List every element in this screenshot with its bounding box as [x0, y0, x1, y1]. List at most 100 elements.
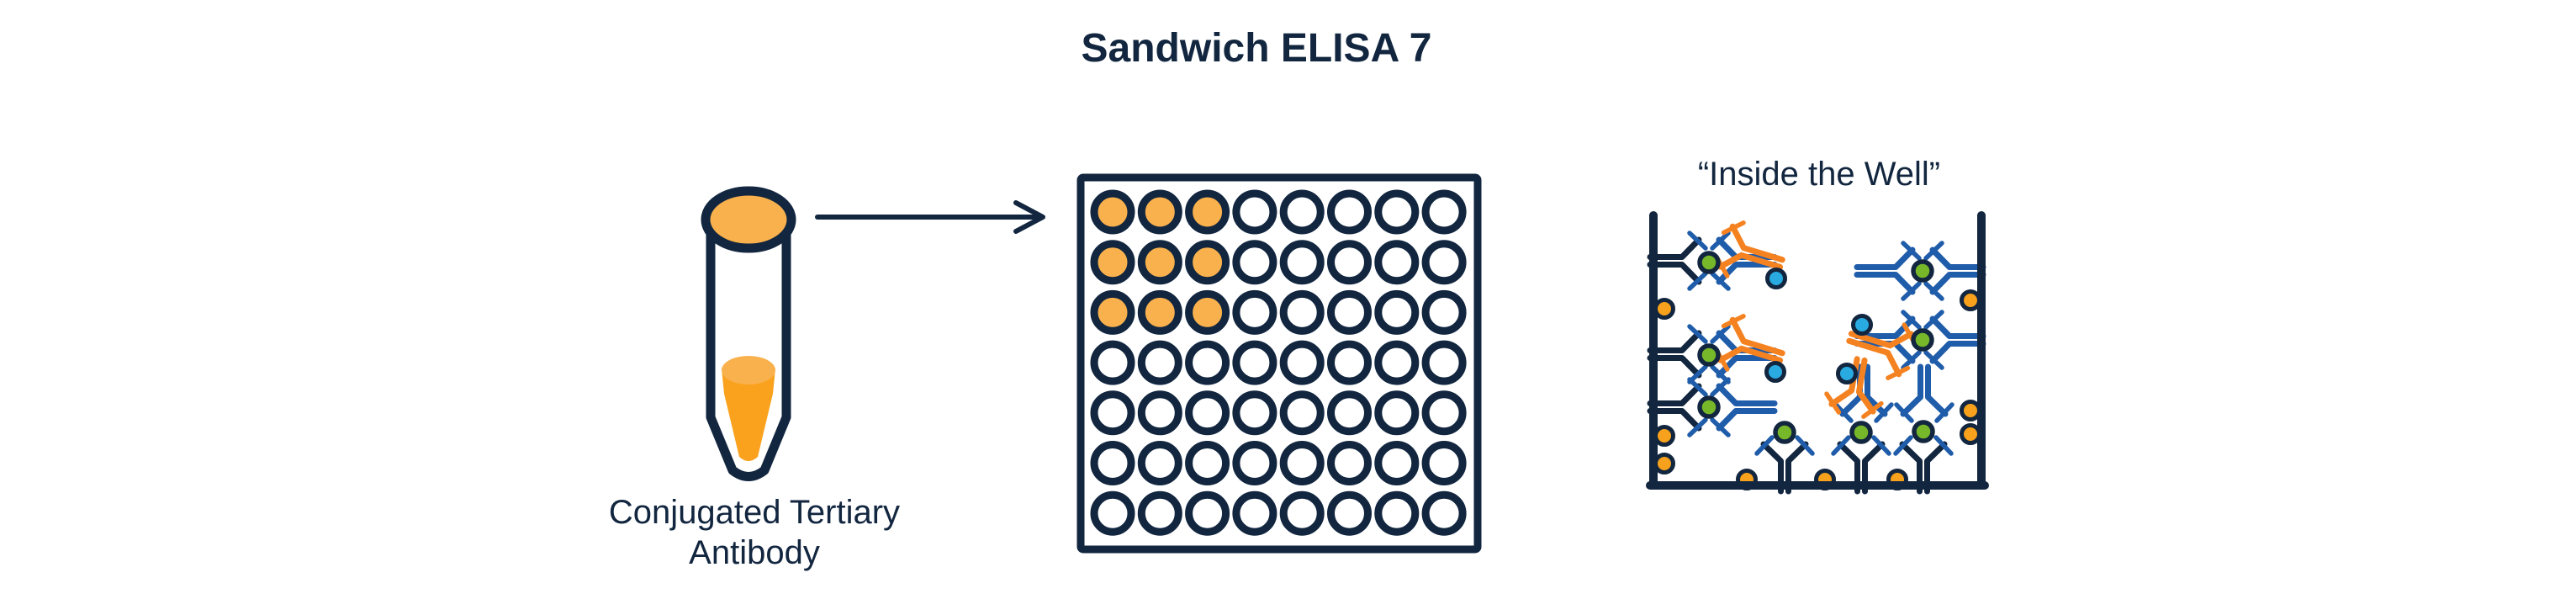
- plate-well-empty: [1137, 490, 1182, 536]
- plate-well-empty: [1185, 441, 1230, 485]
- antibody-body: [1647, 383, 1702, 432]
- plate-well-empty: [1374, 189, 1420, 235]
- antibody-fragment: [1687, 231, 1708, 291]
- well-cross-section: [1646, 211, 1989, 495]
- antibody-body: [1929, 246, 1986, 295]
- antibody-fragment: [1901, 241, 1922, 301]
- plate-well-empty: [1279, 289, 1325, 335]
- plate-well-empty: [1185, 490, 1230, 536]
- plate-well-empty: [1232, 240, 1277, 285]
- antibody-body: [1717, 223, 1785, 270]
- plate-well-empty: [1090, 441, 1135, 485]
- tube-liquid-surface: [722, 356, 775, 384]
- antibody-body: [1647, 236, 1702, 285]
- antibody-body: [1900, 363, 1949, 417]
- antigen-dot: [1911, 328, 1934, 352]
- plate-well-empty: [1327, 441, 1372, 485]
- plate-well-filled: [1185, 240, 1230, 285]
- tertiary-antibody: [1824, 356, 1884, 419]
- detection-antibody: [1710, 231, 1778, 291]
- tube-opening: [701, 186, 796, 253]
- substrate-dot: [1960, 400, 1981, 421]
- detection-antibody: [1854, 241, 1922, 301]
- plate-well-empty: [1327, 490, 1372, 536]
- plate-well-empty: [1421, 340, 1467, 385]
- plate-well-empty: [1374, 340, 1420, 385]
- antibody-body: [1846, 331, 1914, 378]
- plate-well-empty: [1327, 340, 1372, 385]
- plate-well-empty: [1090, 490, 1135, 536]
- plate-well-empty: [1327, 240, 1372, 285]
- plate-well-empty: [1090, 340, 1135, 385]
- plate-well-filled: [1185, 289, 1230, 335]
- antibody-body: [1717, 316, 1785, 363]
- plate-well-empty: [1232, 490, 1277, 536]
- enzyme-label-dot: [1836, 363, 1858, 384]
- antibody-fragment: [1687, 377, 1708, 437]
- well-scene: [1647, 220, 1986, 495]
- tube-label-line1: Conjugated Tertiary: [609, 494, 900, 531]
- microplate: [1076, 173, 1482, 554]
- plate-well-empty: [1185, 340, 1230, 385]
- well-walls: [1646, 211, 1989, 490]
- antibody-fragment: [1824, 391, 1884, 419]
- tube-body: [706, 215, 791, 481]
- antigen-dot: [1697, 395, 1721, 419]
- plate-well-empty: [1279, 240, 1325, 285]
- plate-well-empty: [1327, 390, 1372, 436]
- antibody-body: [1647, 330, 1702, 379]
- substrate-dot: [1653, 298, 1675, 320]
- plate-well-filled: [1090, 240, 1135, 285]
- antibody-fragment: [1710, 231, 1731, 291]
- antibody-fragment: [1923, 310, 1944, 370]
- well-view-caption: “Inside the Well”: [1698, 156, 1940, 193]
- plate-well-empty: [1327, 189, 1372, 235]
- plate-well-filled: [1090, 289, 1135, 335]
- plate-well-empty: [1232, 189, 1277, 235]
- enzyme-label-dot: [1765, 268, 1787, 289]
- antibody-body: [1929, 315, 1986, 364]
- antigen-dot: [1849, 421, 1873, 444]
- plate-well-empty: [1090, 390, 1135, 436]
- antibody-fragment: [1901, 310, 1922, 370]
- reagent-tube: [701, 186, 796, 481]
- substrate-dot: [1960, 423, 1981, 445]
- plate-well-empty: [1374, 240, 1420, 285]
- plate-well-empty: [1421, 490, 1467, 536]
- plate-well-empty: [1421, 289, 1467, 335]
- plate-well-empty: [1374, 289, 1420, 335]
- capture-antibody: [1647, 324, 1708, 384]
- plate-well-empty: [1421, 240, 1467, 285]
- plate-well-empty: [1421, 441, 1467, 485]
- antibody-fragment: [1831, 435, 1891, 456]
- antibody-body: [1854, 246, 1916, 295]
- plate-well-empty: [1137, 441, 1182, 485]
- detection-antibody: [1894, 363, 1954, 423]
- tube-label-line2: Antibody: [689, 534, 820, 571]
- antigen-dot: [1773, 421, 1796, 444]
- capture-antibody: [1923, 310, 1986, 370]
- antibody-fragment: [1833, 402, 1894, 423]
- antibody-fragment: [1754, 435, 1815, 456]
- plate-well-empty: [1137, 340, 1182, 385]
- enzyme-label-dot: [1851, 314, 1873, 336]
- plate-well-empty: [1279, 189, 1325, 235]
- capture-antibody: [1923, 241, 1986, 301]
- antigen-dot: [1911, 259, 1934, 283]
- antigen-dot: [1697, 251, 1721, 274]
- transfer-arrow: [815, 200, 1045, 234]
- plate-well-empty: [1232, 441, 1277, 485]
- plate-well-empty: [1421, 390, 1467, 436]
- tertiary-antibody: [1714, 314, 1785, 372]
- enzyme-label-dot: [1764, 361, 1786, 383]
- diagram-title: Sandwich ELISA 7: [1082, 26, 1432, 71]
- plate-well-filled: [1137, 189, 1182, 235]
- tube-liquid: [722, 368, 775, 461]
- detection-antibody: [1710, 377, 1778, 437]
- plate-well-empty: [1374, 441, 1420, 485]
- antibody-fragment: [1710, 377, 1731, 437]
- antigen-dot: [1912, 420, 1935, 443]
- plate-well-empty: [1279, 340, 1325, 385]
